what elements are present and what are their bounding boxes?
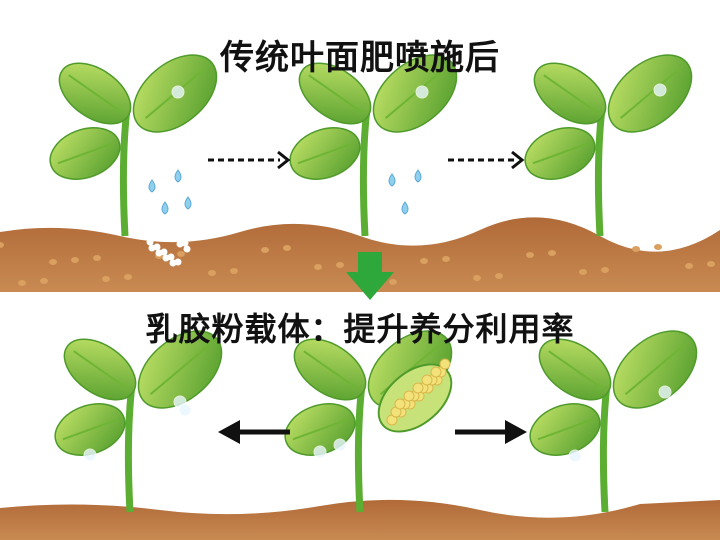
soil-pebble [177, 251, 185, 257]
plant [54, 330, 223, 513]
stem [354, 384, 366, 513]
bottom-title: 乳胶粉载体：提升养分利用率 [145, 310, 575, 348]
soil-pebble [49, 259, 57, 265]
water-drop-icon [148, 179, 156, 193]
water-droplet [415, 85, 429, 99]
water-drop-icon [174, 169, 182, 183]
soil-pebble [707, 261, 715, 267]
soil-pebble [230, 268, 238, 274]
soil-pebble [495, 273, 503, 279]
fertilizer-granule [155, 249, 163, 257]
soil-pebble [0, 242, 4, 248]
fertilizer-granule [162, 254, 170, 262]
plant [289, 54, 458, 237]
soil-pebble [526, 252, 534, 258]
stem [599, 384, 611, 513]
water-droplet [333, 438, 347, 452]
soil-pebble [18, 280, 26, 286]
soil-bottom [0, 499, 720, 540]
soil-pebble [208, 270, 216, 276]
stem [119, 108, 131, 237]
soil-pebble [420, 258, 428, 264]
soil-pebble [389, 279, 397, 285]
soil-pebble [601, 267, 609, 273]
soil-pebble [548, 250, 556, 256]
soil-pebble [632, 246, 640, 252]
water-droplet [83, 448, 97, 462]
dashed-arrow-right-icon [208, 150, 291, 170]
top-title: 传统叶面肥喷施后 [220, 38, 500, 78]
soil-pebble [336, 262, 344, 268]
stem [594, 108, 606, 237]
fertilizer-capsule-icon [377, 358, 453, 433]
water-droplet [313, 445, 327, 459]
arrow-right-icon [455, 420, 527, 444]
soil-pebble [579, 269, 587, 275]
soil-pebble [40, 278, 48, 284]
water-drop-icon [184, 196, 192, 210]
water-drop-icon [161, 201, 169, 215]
soil-pebble [473, 275, 481, 281]
fertilizer-granule [148, 244, 156, 252]
water-droplet [178, 403, 192, 417]
down-arrow-icon [346, 252, 394, 300]
soil-pebble [654, 244, 662, 250]
fertilizer-granule [183, 245, 191, 253]
dashed-arrow-right-icon [448, 150, 525, 170]
fertilizer-granule [146, 238, 154, 246]
water-droplet [653, 83, 667, 97]
water-drop-icon [401, 201, 409, 215]
arrow-left-icon [218, 420, 290, 444]
soil-pebble [314, 264, 322, 270]
fertilizer-granule [176, 240, 184, 248]
water-drop-icon [414, 169, 422, 183]
plant [529, 330, 698, 513]
water-droplet [658, 385, 672, 399]
water-droplet [568, 449, 582, 463]
stem [359, 108, 371, 237]
stem [124, 384, 136, 513]
fertilizer-granule [169, 259, 177, 267]
soil-pebble [124, 274, 132, 280]
soil-pebble [71, 257, 79, 263]
soil-pebble [685, 263, 693, 269]
soil-pebble [283, 245, 291, 251]
plant [524, 54, 693, 237]
soil-pebble [93, 255, 101, 261]
water-droplet [171, 85, 185, 99]
soil-pebble [442, 256, 450, 262]
soil-pebble [261, 247, 269, 253]
water-drop-icon [388, 173, 396, 187]
soil-pebble [102, 276, 110, 282]
